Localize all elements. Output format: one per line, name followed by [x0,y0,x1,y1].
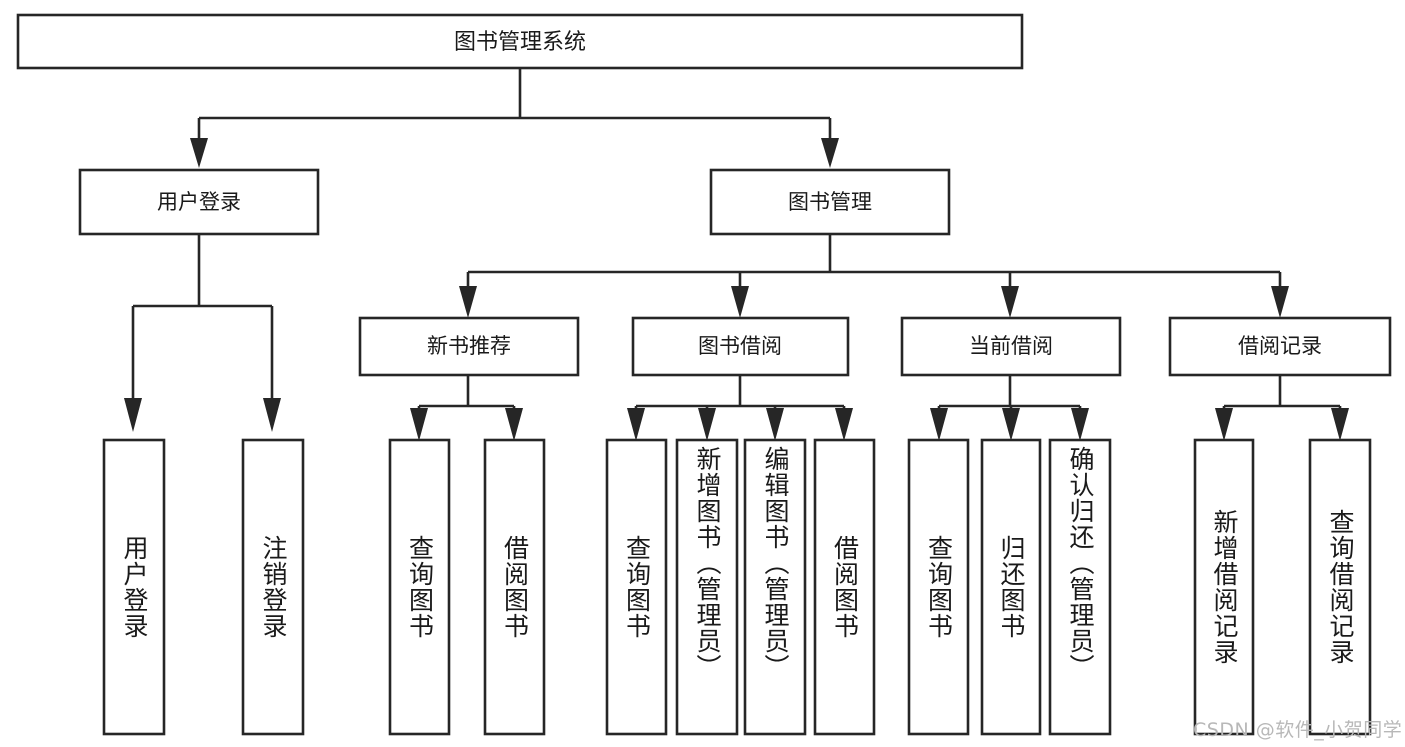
node-book-management-label: 图书管理 [788,190,872,214]
node-borrow-records[interactable]: 借阅记录 [1168,316,1392,377]
arrow-current-leaf-2 [1002,408,1020,441]
arrow-userlogin-leaf-2 [263,398,281,432]
node-new-book-recommend-box[interactable] [358,316,580,377]
leaf-box-user-login[interactable] [102,438,166,736]
arrow-borrow-leaf-1 [627,408,645,441]
node-book-borrow-label: 图书借阅 [698,334,782,358]
arrow-records-leaf-1 [1215,408,1233,441]
node-current-borrow-label: 当前借阅 [969,334,1053,358]
arrow-bookmgmt-to-current [1001,286,1019,318]
edge-group-records-to-leaves [1215,375,1349,441]
leaf-box-query-book-c[interactable] [907,438,970,736]
node-root-system-box[interactable] [16,13,1024,70]
leaf-box-add-book-admin[interactable] [675,438,739,736]
arrow-bookmgmt-to-newbook [459,286,477,318]
node-book-borrow-box[interactable] [631,316,850,377]
leaf-box-borrow-book-b[interactable] [813,438,876,736]
arrow-records-leaf-2 [1331,408,1349,441]
edge-group-newbook-to-leaves [410,375,523,441]
leaf-box-query-book-b[interactable] [605,438,668,736]
arrow-bookmgmt-to-records [1271,286,1289,318]
node-current-borrow[interactable]: 当前借阅 [900,316,1122,377]
leaf-box-logout[interactable] [241,438,305,736]
leaf-box-borrow-book-a[interactable] [483,438,546,736]
node-user-login-label: 用户登录 [157,190,241,214]
leaf-box-confirm-return-admin[interactable] [1048,438,1112,736]
node-book-borrow[interactable]: 图书借阅 [631,316,850,377]
edge-group-borrow-to-leaves [627,375,853,441]
arrow-newbook-leaf-2 [505,408,523,441]
edge-group-current-to-leaves [930,375,1089,441]
arrow-borrow-leaf-2 [698,408,716,441]
node-borrow-records-label: 借阅记录 [1238,334,1322,358]
node-book-management[interactable]: 图书管理 [709,168,951,236]
leaf-box-query-borrow-record[interactable] [1308,438,1372,736]
arrow-current-leaf-1 [930,408,948,441]
arrow-borrow-leaf-4 [835,408,853,441]
edge-group-bookmgmt-to-level3 [459,234,1289,318]
node-book-management-box[interactable] [709,168,951,236]
arrow-userlogin-leaf-1 [124,398,142,432]
watermark-text: CSDN @软件_小贺同学 [1193,719,1403,741]
arrow-root-to-book-mgmt [821,138,839,168]
edge-group-root-to-level2 [190,68,839,168]
node-new-book-recommend-label: 新书推荐 [427,334,511,358]
leaf-box-add-borrow-record[interactable] [1193,438,1255,736]
edge-group-userlogin-to-leaves [124,234,281,432]
arrow-borrow-leaf-3 [766,408,784,441]
node-new-book-recommend[interactable]: 新书推荐 [358,316,580,377]
node-root-system-label: 图书管理系统 [454,30,586,55]
arrow-newbook-leaf-1 [410,408,428,441]
node-user-login-box[interactable] [78,168,320,236]
arrow-root-to-user-login [190,138,208,168]
leaf-box-return-book[interactable] [980,438,1042,736]
node-user-login[interactable]: 用户登录 [78,168,320,236]
node-borrow-records-box[interactable] [1168,316,1392,377]
arrow-bookmgmt-to-borrow [731,286,749,318]
node-current-borrow-box[interactable] [900,316,1122,377]
leaf-box-query-book-a[interactable] [388,438,451,736]
node-root-system[interactable]: 图书管理系统 [16,13,1024,70]
leaf-node-boxes [102,438,1372,736]
arrow-current-leaf-3 [1071,408,1089,441]
leaf-box-edit-book-admin[interactable] [743,438,807,736]
